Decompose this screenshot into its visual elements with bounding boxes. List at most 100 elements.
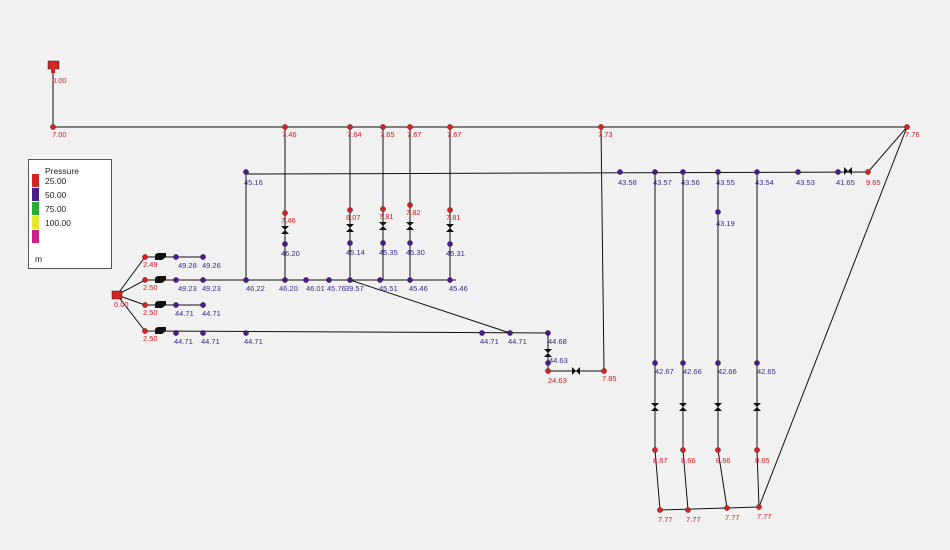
pressure-label: 8.65: [755, 456, 770, 465]
pressure-label: 7.65: [380, 130, 395, 139]
legend-label: 50.00: [45, 189, 67, 200]
junction-node: [617, 169, 623, 175]
pump-icon: [155, 276, 166, 283]
pressure-label: 45.16: [244, 178, 263, 187]
legend-item: [32, 230, 45, 243]
legend-title: Pressure: [45, 165, 80, 176]
junction-node: [407, 202, 413, 208]
junction-node: [282, 277, 288, 283]
pressure-label: 0.00: [52, 76, 67, 85]
pressure-label: 8.07: [346, 213, 361, 222]
tank-stem: [51, 68, 55, 73]
pipe: [717, 449, 728, 509]
junction-node: [865, 169, 871, 175]
valve-icon: [346, 224, 354, 232]
pressure-label: 44.71: [174, 337, 193, 346]
junction-node: [479, 330, 485, 336]
pressure-label: 45.14: [346, 248, 365, 257]
junction-node: [652, 447, 658, 453]
pressure-label: 44.71: [175, 309, 194, 318]
junction-node: [282, 241, 288, 247]
junction-node: [680, 447, 686, 453]
valve-icon: [379, 222, 387, 230]
pressure-label: 44.71: [202, 309, 221, 318]
junction-node: [347, 124, 353, 130]
junction-node: [715, 447, 721, 453]
pressure-label: 45.30: [406, 248, 425, 257]
junction-node: [173, 302, 179, 308]
junction-node: [407, 124, 413, 130]
nodes: [50, 124, 910, 513]
junction-node: [724, 505, 730, 511]
pressure-label: 7.82: [406, 208, 421, 217]
pressure-label: 42.66: [718, 367, 737, 376]
pressure-label: 44.68: [548, 337, 567, 346]
junction-node: [447, 277, 453, 283]
pressure-label: 24.63: [548, 376, 567, 385]
valve-icon: [544, 349, 552, 357]
valve-icon: [572, 367, 580, 375]
junction-node: [904, 124, 910, 130]
junction-node: [173, 277, 179, 283]
pressure-label: 46.22: [246, 284, 265, 293]
reservoir-icon: [111, 290, 123, 300]
junction-node: [173, 330, 179, 336]
pipe: [756, 449, 760, 508]
pressure-label: 9.65: [866, 178, 881, 187]
junction-node: [243, 169, 249, 175]
pressure-label: 7.77: [725, 513, 740, 522]
junction-node: [652, 169, 658, 175]
junction-node: [200, 330, 206, 336]
devices: [47, 60, 852, 411]
legend-swatch: [32, 188, 39, 201]
pressure-label: 39.57: [345, 284, 364, 293]
pressure-label: 7.73: [598, 130, 613, 139]
pressure-label: 42.66: [683, 367, 702, 376]
junction-node: [652, 360, 658, 366]
junction-node: [200, 302, 206, 308]
pressure-label: 44.71: [508, 337, 527, 346]
pressure-label: 45.76: [327, 284, 346, 293]
junction-node: [142, 254, 148, 260]
pipe: [349, 279, 511, 334]
junction-node: [377, 277, 383, 283]
pump-icon: [155, 327, 166, 334]
legend-unit: m: [35, 254, 43, 264]
junction-node: [282, 124, 288, 130]
pressure-label: 44.71: [480, 337, 499, 346]
pressure-label: 7.77: [757, 512, 772, 521]
legend-swatch: [32, 216, 39, 229]
pipe: [654, 449, 661, 511]
junction-node: [380, 124, 386, 130]
pressure-label: 8.66: [681, 456, 696, 465]
pressure-label: 43.53: [796, 178, 815, 187]
junction-node: [447, 207, 453, 213]
junction-node: [142, 277, 148, 283]
pressure-label: 7.76: [905, 130, 920, 139]
junction-node: [407, 240, 413, 246]
legend-item: 25.00: [32, 174, 66, 187]
legend-swatch: [32, 174, 39, 187]
pressure-label: 2.50: [143, 308, 158, 317]
pressure-label: 42.67: [655, 367, 674, 376]
pressure-label: 2.50: [143, 334, 158, 343]
junction-node: [598, 124, 604, 130]
pressure-label: 44.71: [201, 337, 220, 346]
pressure-label: 7.85: [602, 374, 617, 383]
pressure-label: 7.81: [446, 213, 461, 222]
pressure-label: 7.46: [282, 130, 297, 139]
pressure-label: 43.19: [716, 219, 735, 228]
pressure-label: 7.00: [52, 130, 67, 139]
pressure-label: 42.65: [757, 367, 776, 376]
pipe: [659, 506, 760, 511]
pressure-label: 46.20: [279, 284, 298, 293]
legend-item: 75.00: [32, 202, 66, 215]
pressure-label: 7.64: [347, 130, 362, 139]
junction-node: [715, 169, 721, 175]
junction-node: [715, 209, 721, 215]
pressure-label: 46.01: [306, 284, 325, 293]
pipe: [245, 171, 869, 175]
pressure-label: 8.67: [653, 456, 668, 465]
